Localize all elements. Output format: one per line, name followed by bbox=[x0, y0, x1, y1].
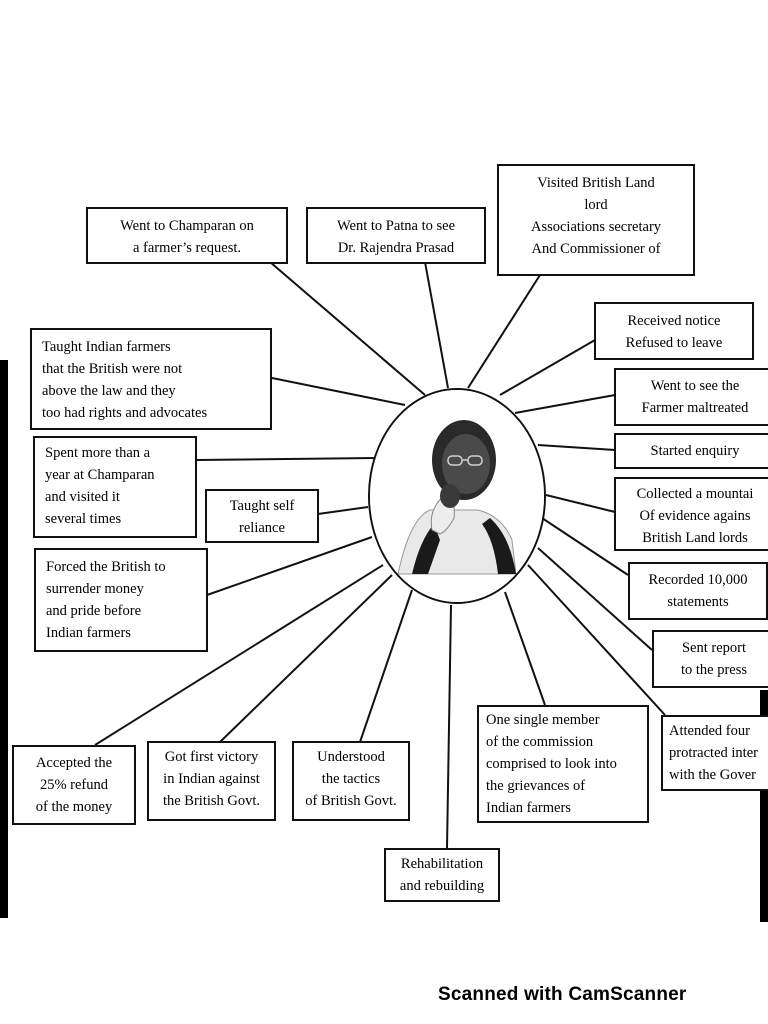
node-sent-report: Sent report to the press bbox=[652, 630, 768, 688]
center-portrait bbox=[368, 388, 546, 604]
connector-attended bbox=[527, 564, 666, 716]
connector-taught-farmers bbox=[271, 377, 406, 406]
node-accepted-refund: Accepted the 25% refund of the money bbox=[12, 745, 136, 825]
connector-forced bbox=[206, 536, 373, 596]
node-patna: Went to Patna to see Dr. Rajendra Prasad bbox=[306, 207, 486, 264]
connector-champaran bbox=[269, 261, 426, 396]
connector-victory bbox=[219, 574, 393, 743]
connector-accepted bbox=[94, 564, 384, 746]
node-went-to-see: Went to see the Farmer maltreated bbox=[614, 368, 768, 426]
connector-went-to-see bbox=[514, 394, 616, 414]
node-started-enquiry: Started enquiry bbox=[614, 433, 768, 469]
node-champaran: Went to Champaran on a farmer’s request. bbox=[86, 207, 288, 264]
node-forced-british: Forced the British to surrender money an… bbox=[34, 548, 208, 652]
connector-spent bbox=[196, 457, 376, 461]
node-one-single-member: One single member of the commission comp… bbox=[477, 705, 649, 823]
node-collected-evidence: Collected a mountai Of evidence agains B… bbox=[614, 477, 768, 551]
node-visited-british: Visited British Land lord Associations s… bbox=[497, 164, 695, 276]
node-taught-self-reliance: Taught self reliance bbox=[205, 489, 319, 543]
portrait-figure-icon bbox=[370, 390, 544, 602]
connector-enquiry bbox=[537, 444, 616, 451]
connector-rehab bbox=[446, 604, 452, 849]
node-first-victory: Got first victory in Indian against the … bbox=[147, 741, 276, 821]
node-taught-farmers: Taught Indian farmers that the British w… bbox=[30, 328, 272, 430]
scan-edge-left bbox=[0, 360, 8, 918]
connector-one-single bbox=[504, 591, 546, 706]
connector-taught-self bbox=[317, 506, 369, 515]
connector-notice bbox=[499, 339, 596, 396]
node-understood-tactics: Understood the tactics of British Govt. bbox=[292, 741, 410, 821]
node-spent-more: Spent more than a year at Champaran and … bbox=[33, 436, 197, 538]
camscanner-watermark: Scanned with CamScanner bbox=[438, 984, 687, 1005]
node-rehabilitation: Rehabilitation and rebuilding bbox=[384, 848, 500, 902]
node-received-notice: Received notice Refused to leave bbox=[594, 302, 754, 360]
connector-understood bbox=[359, 589, 413, 743]
connector-collected bbox=[545, 494, 616, 513]
scan-edge-right bbox=[760, 690, 768, 922]
node-attended-four: Attended four protracted inter with the … bbox=[661, 715, 768, 791]
connector-recorded bbox=[541, 517, 629, 576]
connector-visited bbox=[467, 274, 541, 389]
node-recorded-statements: Recorded 10,000 statements bbox=[628, 562, 768, 620]
connector-report bbox=[537, 547, 653, 651]
connector-patna bbox=[424, 261, 449, 389]
